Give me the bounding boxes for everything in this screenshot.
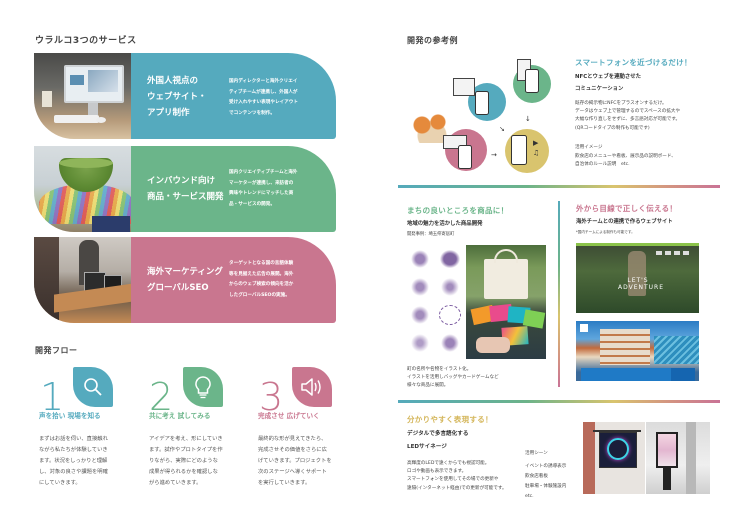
signage-usage: 活用シーン イベントの誘導表示 飲食店看板 駐車場・体験施設内 etc. bbox=[525, 451, 567, 499]
step-heading: 完成させ 広げていく bbox=[258, 412, 320, 420]
site-hero-text: LET'S ADVENTURE bbox=[618, 277, 665, 291]
service-card-web: 外国人視点の ウェブサイト・ アプリ制作 国内ディレクターと海外クリエイ ティブ… bbox=[34, 53, 336, 139]
play-icon: ▶ bbox=[533, 139, 539, 147]
tote-bag-cards-photo bbox=[466, 245, 546, 359]
service-panel-web: 外国人視点の ウェブサイト・ アプリ制作 国内ディレクターと海外クリエイ ティブ… bbox=[131, 53, 336, 139]
signage-body: 高輝度のLEDで遠くからでも視認可能。 ロゴや動画も表示できます。 スマートフォ… bbox=[407, 461, 507, 491]
signage-heading: 分かりやすく表現する！ bbox=[407, 415, 493, 424]
arrow-icon: → bbox=[491, 151, 497, 159]
lightbulb-icon bbox=[183, 367, 223, 407]
service-panel-inbound: インバウンド向け 商品・サービス開発 国内クリエイティブチームと海外 マーケター… bbox=[131, 146, 336, 232]
step-number: 3 bbox=[259, 375, 284, 419]
website-subheading: 海外チームとの連携で作るウェブサイト bbox=[576, 219, 673, 225]
website-heading: 外から目線で正しく伝える！ bbox=[576, 204, 678, 213]
service-desc: 国内クリエイティブチームと海外 マーケターが連携し、来訪者の 興味やトレンドにマ… bbox=[229, 170, 298, 207]
magnifier-icon bbox=[73, 367, 113, 407]
step-heading: 声を拾い 現場を知る bbox=[39, 412, 101, 420]
local-body: 町の名所や名物をイラスト化。 イラストを活用しバッグやカードゲームなど 様々な商… bbox=[407, 367, 499, 389]
arrow-icon: ↓ bbox=[525, 115, 531, 123]
service-desc: ターゲットとなる国の言語体験 等を見据えた広告の展開。海外 からのウェブ検索の傾… bbox=[229, 261, 294, 298]
phone-icon bbox=[511, 135, 527, 165]
service-desc: 国内ディレクターと海外クリエイ ティブチームが連携し、外国人が 受け入れやすい表… bbox=[229, 79, 298, 116]
nfc-heading: スマートフォンを近づけるだけ！ bbox=[575, 58, 692, 67]
phone-icon bbox=[458, 145, 472, 169]
step-desc: まずはお話を伺い、直接触れ ながら私たちが体験していき ます。状況をしっかりと理… bbox=[39, 436, 108, 486]
nfc-subheading: NFCとウェブを連動させた コミュニケーション bbox=[575, 74, 642, 92]
service-title: 海外マーケティング グローバルSEO bbox=[147, 267, 223, 293]
gradient-divider-vertical bbox=[558, 201, 560, 387]
nfc-body: 既存の掲示物にNFCをプラスオンするだけ。 データはウェブ上で管理するのでスペー… bbox=[575, 101, 681, 131]
examples-title: 開発の参考例 bbox=[407, 36, 458, 45]
music-icon: ♫ bbox=[533, 149, 540, 157]
nfc-illustration: ▶ ♫ ↘ ↓ → bbox=[395, 55, 551, 180]
service-title: インバウンド向け 商品・サービス開発 bbox=[147, 176, 224, 202]
illustration-grid bbox=[405, 245, 465, 360]
signage-subheading: デジタルで多言語化する LEDサイネージ bbox=[407, 431, 469, 450]
service-panel-marketing: 海外マーケティング グローバルSEO ターゲットとなる国の言語体験 等を見据えた… bbox=[131, 237, 336, 323]
local-heading: まちの良いところを商品に！ bbox=[407, 206, 509, 215]
step-number: 1 bbox=[40, 375, 65, 419]
wall-signage-photo bbox=[583, 422, 645, 494]
local-case: 開発事例：埼玉県寄居町 bbox=[407, 232, 455, 237]
services-title: ウラルコ3つのサービス bbox=[35, 36, 137, 46]
hotel-site-screenshot bbox=[576, 321, 699, 381]
adventure-site-screenshot: LET'S ADVENTURE bbox=[576, 243, 699, 313]
local-subheading: 地域の魅力を活かした商品開発 bbox=[407, 221, 483, 227]
phone-icon bbox=[525, 69, 539, 93]
step-number: 2 bbox=[149, 375, 174, 419]
nfc-usage: 活用イメージ 飲食店のメニューや看板、展示品の説明ボード、 自治体のルール説明 … bbox=[575, 145, 676, 168]
office-meeting-photo bbox=[34, 237, 131, 323]
step-desc: アイデアを考え、形にしていき ます。試作やプロトタイプを作 りながら、実際にどの… bbox=[149, 436, 223, 486]
service-title: 外国人視点の ウェブサイト・ アプリ制作 bbox=[147, 76, 207, 118]
standing-signage-photo bbox=[646, 422, 710, 494]
green-bowl-color-swatch-photo bbox=[34, 146, 131, 232]
website-note: *国内チームによる制作も可能です。 bbox=[576, 230, 635, 234]
flow-title: 開発フロー bbox=[35, 346, 78, 355]
step-desc: 最終的な形が見えてきたら、 完成させその価値をさらに広 げていきます。プロジェク… bbox=[258, 436, 332, 486]
gradient-divider bbox=[398, 185, 720, 188]
step-heading: 共に考え 試してみる bbox=[149, 412, 211, 420]
desktop-monitor-photo bbox=[34, 53, 131, 139]
arrow-icon: ↘ bbox=[499, 125, 505, 133]
service-card-inbound: インバウンド向け 商品・サービス開発 国内クリエイティブチームと海外 マーケター… bbox=[34, 146, 336, 232]
speaker-icon bbox=[292, 367, 332, 407]
service-card-marketing: 海外マーケティング グローバルSEO ターゲットとなる国の言語体験 等を見据えた… bbox=[34, 237, 336, 323]
phone-icon bbox=[475, 91, 489, 115]
gradient-divider bbox=[398, 400, 720, 403]
